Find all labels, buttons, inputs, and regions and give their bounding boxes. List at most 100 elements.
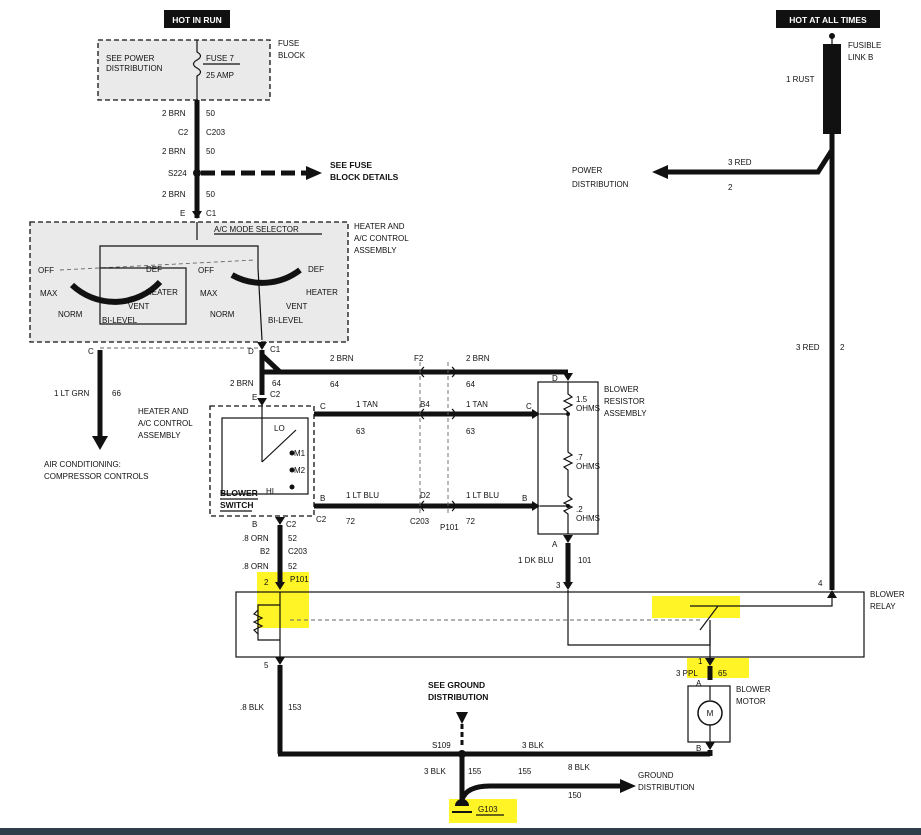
- switch-assembly-2: A/C CONTROL: [138, 419, 193, 428]
- c1-label: C1: [270, 345, 281, 354]
- d2-label: D2: [420, 491, 431, 500]
- switch-feed-color: 2 BRN: [230, 379, 254, 388]
- relay-pin-4-arrow: [827, 590, 837, 598]
- left-max-label: MAX: [40, 289, 58, 298]
- right-norm-label: NORM: [210, 310, 235, 319]
- compressor-wire-color: 1 LT GRN: [54, 389, 89, 398]
- blk-wire-color-8: 8 BLK: [568, 763, 590, 772]
- brn-wire-num-right: 64: [466, 380, 475, 389]
- resistor-junction-c: [566, 412, 570, 416]
- highlight-p101: [257, 572, 309, 628]
- brn-wire-color-right: 2 BRN: [466, 354, 490, 363]
- ground-dist-label-1: GROUND: [638, 771, 674, 780]
- p101-lower-arrow: [275, 582, 285, 590]
- ground-branch-wire: [459, 783, 620, 801]
- fuse-block-title-1: FUSE: [278, 39, 299, 48]
- feed-wire-3-color: 2 BRN: [162, 190, 186, 199]
- p101-lower-label: P101: [290, 575, 309, 584]
- selector-dashed-link: [59, 259, 256, 271]
- left-heater-label: HEATER: [146, 288, 178, 297]
- motor-b-label: B: [696, 744, 701, 753]
- highlight-relay-contact: [652, 596, 740, 618]
- relay-title-1: BLOWER: [870, 590, 905, 599]
- right-bilevel-label: BI-LEVEL: [268, 316, 304, 325]
- e-pin-label: E: [180, 209, 185, 218]
- left-def-label: DEF: [146, 265, 162, 274]
- ground-dist-arrow: [620, 779, 636, 793]
- resistor-b-pin: [532, 501, 540, 511]
- motor-title-2: MOTOR: [736, 697, 766, 706]
- heater-ac-assembly-2: A/C CONTROL: [354, 234, 409, 243]
- e-pin-switch-label: E: [252, 393, 257, 402]
- right-max-label: MAX: [200, 289, 218, 298]
- lower-c203-label: C203: [288, 547, 308, 556]
- bottom-bar: [0, 828, 921, 835]
- blk-wire-color-top: 3 BLK: [522, 741, 544, 750]
- s109-label: S109: [432, 741, 451, 750]
- blk-wire-num-mid: 155: [518, 767, 532, 776]
- orn-wire-2-num: 52: [288, 562, 297, 571]
- dkblu-wire-color: 1 DK BLU: [518, 556, 554, 565]
- s224-splice: [193, 169, 201, 177]
- resistor-r1-unit: OHMS: [576, 404, 600, 413]
- blower-label: BLOWER: [220, 488, 258, 498]
- connector-c2-switch: [257, 398, 267, 406]
- hot-at-all-times-label: HOT AT ALL TIMES: [789, 15, 867, 25]
- blower-switch-inner: [221, 417, 309, 495]
- hot-at-all-times-box: [776, 10, 880, 28]
- connector-c1-top: [192, 211, 202, 219]
- s224-label: S224: [168, 169, 187, 178]
- c2-switch-label: C2: [270, 390, 281, 399]
- fuse-block-title-2: BLOCK: [278, 51, 306, 60]
- see-ground-label: SEE GROUND: [428, 680, 485, 690]
- feed-wire-1-color: 2 BRN: [162, 109, 186, 118]
- heater-ac-assembly-3: ASSEMBLY: [354, 246, 397, 255]
- switch-lo-label: LO: [274, 424, 285, 433]
- fuse-details-arrow: [306, 166, 322, 180]
- fusible-link-terminal: [829, 33, 835, 39]
- see-fuse-label: SEE FUSE: [330, 160, 372, 170]
- ltblu-wire-num-right: 72: [466, 517, 475, 526]
- ground-distribution-label: DISTRIBUTION: [428, 692, 488, 702]
- fusible-link-wire: 1 RUST: [786, 75, 815, 84]
- orn-wire-1-color: .8 ORN: [242, 534, 269, 543]
- c203-blu-connector: [420, 500, 456, 512]
- connector-c1-switch: [257, 342, 267, 350]
- tan-c-label: C: [320, 402, 326, 411]
- resistor-r2-value: .7: [576, 453, 583, 462]
- ltblu-wire-color-left: 1 LT BLU: [346, 491, 379, 500]
- fuse-block-box: [97, 39, 271, 101]
- block-details-label: BLOCK DETAILS: [330, 172, 399, 182]
- left-selector-arc: [69, 279, 163, 305]
- orn-wire-2-color: .8 ORN: [242, 562, 269, 571]
- relay-title-2: RELAY: [870, 602, 896, 611]
- relay-feed-color: 3 RED: [796, 343, 820, 352]
- lower-c2-label: C2: [286, 520, 297, 529]
- tan-wire-num-right: 63: [466, 427, 475, 436]
- hot-in-run-box: [164, 10, 230, 28]
- right-vent-label: VENT: [286, 302, 307, 311]
- switch-m1-contact: [289, 450, 295, 456]
- ltblu-wire-num-left: 72: [346, 517, 355, 526]
- dkblu-wire-num: 101: [578, 556, 592, 565]
- resistor-a-pin: [563, 535, 573, 543]
- c203-brn-connector: [420, 366, 456, 378]
- switch-assembly-1: HEATER AND: [138, 407, 189, 416]
- heater-ac-assembly-1: HEATER AND: [354, 222, 405, 231]
- switch-assembly-3: ASSEMBLY: [138, 431, 181, 440]
- left-off-label: OFF: [38, 266, 54, 275]
- blower-relay-box: [235, 591, 865, 658]
- relay-pin-3: 3: [556, 581, 561, 590]
- feed-wire-2-color: 2 BRN: [162, 147, 186, 156]
- switch-hi-contact: [289, 484, 295, 490]
- relay-pin-5: 5: [264, 661, 269, 670]
- b2-label: B2: [260, 547, 270, 556]
- resistor-r3-value: .2: [576, 505, 583, 514]
- ground-dist-label-2: DISTRIBUTION: [638, 783, 695, 792]
- right-def-label: DEF: [308, 265, 324, 274]
- switch-m1-label: M1: [294, 449, 306, 458]
- b4-label: B4: [420, 400, 430, 409]
- relay-pin-3-arrow: [563, 582, 573, 590]
- blk-wire-num-bottom: 155: [468, 767, 482, 776]
- switch-blade: [261, 429, 297, 463]
